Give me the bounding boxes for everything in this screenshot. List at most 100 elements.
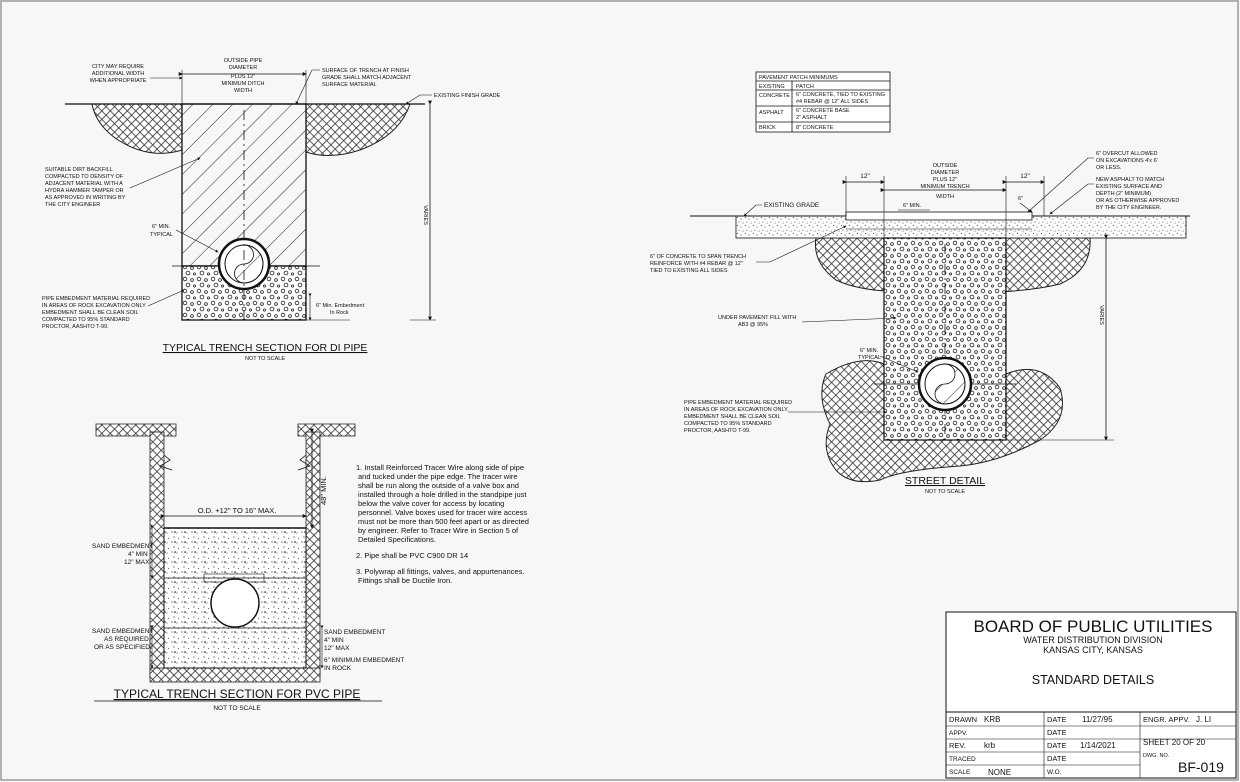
patch-title: PAVEMENT PATCH MINIMUMS <box>759 75 838 81</box>
pvc-48-min: 48" MIN. <box>319 476 328 505</box>
di-ground-left <box>91 103 183 154</box>
pvc-sand-r-3: 12" MAX <box>324 645 350 652</box>
tb-rev: krb <box>984 741 996 750</box>
di-six-rock-2: In Rock <box>330 310 349 316</box>
street-outside-1: OUTSIDE <box>933 163 958 169</box>
note1-line7: must not be more than 500 feet apart or … <box>358 517 529 526</box>
street-asphalt-2: EXISTING SURFACE AND <box>1096 184 1162 190</box>
di-surface-3: SURFACE MATERIAL <box>322 82 377 88</box>
pvc-scale: NOT TO SCALE <box>213 705 261 712</box>
di-outside-pipe-5: WIDTH <box>234 88 252 94</box>
street-six-small: 6" <box>1018 196 1023 202</box>
note3-line2: Fittings shall be Ductile Iron. <box>358 576 452 585</box>
tb-scale-label: SCALE <box>949 769 971 776</box>
street-varies: VARIES <box>1098 305 1104 325</box>
tb-division: WATER DISTRIBUTION DIVISION <box>1023 635 1163 645</box>
note1-line4: installed through a hole drilled in the … <box>358 490 527 499</box>
tb-appv-label: APPV. <box>949 730 968 737</box>
di-varies: VARIES <box>422 205 428 225</box>
street-outside-4: MINIMUM TRENCH <box>920 184 969 190</box>
patch-header-patch: PATCH <box>796 84 814 90</box>
note1-line9: Detailed Specifications. <box>358 535 436 544</box>
note2: 2. Pipe shall be PVC C900 DR 14 <box>356 551 468 560</box>
pvc-sand-l1-3: 12" MAX <box>124 559 150 566</box>
tb-rev-label: REV. <box>949 741 966 750</box>
di-backfill-6: THE CITY ENGINEER <box>45 202 100 208</box>
pavement-patch-table: PAVEMENT PATCH MINIMUMS EXISTING PATCH C… <box>755 71 891 133</box>
di-city-may-2: ADDITIONAL WIDTH <box>92 71 144 77</box>
note3-line1: 3. Polywrap all fittings, valves, and ap… <box>356 567 524 576</box>
pvc-sand-r-5: IN ROCK <box>324 665 352 672</box>
di-outside-pipe-4: MINIMUM DITCH <box>221 81 264 87</box>
street-under-1: UNDER PAVEMENT FILL WITH <box>718 315 796 321</box>
pvc-sand-r-4: 6" MINIMUM EMBEDMENT <box>324 657 404 664</box>
title-block: BOARD OF PUBLIC UTILITIES WATER DISTRIBU… <box>945 611 1237 779</box>
tb-engr: J. LI <box>1196 715 1211 724</box>
pvc-sand-l2-2: AS REQUIRED, <box>104 636 151 643</box>
general-notes: 1. Install Reinforced Tracer Wire along … <box>356 463 529 585</box>
di-six-min-1: 6" MIN. <box>152 224 171 230</box>
note1-line8: by engineer. Refer to Tracer Wire in Sec… <box>358 526 519 535</box>
pvc-sand-l1-1: SAND EMBEDMENT <box>92 543 153 550</box>
street-under-2: AB3 @ 95% <box>738 322 768 328</box>
note1-line3: shall be run along the outside of a valv… <box>358 481 519 490</box>
tb-date1: 11/27/95 <box>1082 715 1113 724</box>
di-backfill-2: COMPACTED TO DENSITY OF <box>45 174 124 180</box>
pvc-sand-l2-3: OR AS SPECIFIED. <box>94 644 152 651</box>
di-title: TYPICAL TRENCH SECTION FOR DI PIPE <box>163 342 368 354</box>
street-concrete-2: REINFORCE WITH #4 REBAR @ 12" <box>650 261 743 267</box>
street-six-min: 6" MIN. <box>903 203 922 209</box>
di-existing-grade: EXISTING FINISH GRADE <box>434 93 501 99</box>
tb-engr-label: ENGR. APPV. <box>1143 715 1190 724</box>
patch-row1-existing: CONCRETE <box>759 93 790 99</box>
patch-header-existing: EXISTING <box>759 84 785 90</box>
street-six-typ-2: TYPICAL <box>858 355 881 361</box>
patch-row1-patch-1: 6" CONCRETE, TIED TO EXISTING <box>796 92 885 98</box>
di-backfill-5: AS APPROVED IN WRITING BY <box>45 195 126 201</box>
tb-date-label-2: DATE <box>1047 728 1066 737</box>
di-outside-pipe-1: OUTSIDE PIPE <box>224 58 263 64</box>
street-outside-5: WIDTH <box>936 194 954 200</box>
tb-org: BOARD OF PUBLIC UTILITIES <box>974 617 1213 636</box>
pvc-sand-l2-1: SAND EMBEDMENT <box>92 628 153 635</box>
patch-row2-patch-1: 6" CONCRETE BASE <box>796 108 850 114</box>
di-backfill-3: ADJACENT MATERIAL WITH A <box>45 181 123 187</box>
street-concrete-1: 6" OF CONCRETE TO SPAN TRENCH <box>650 254 746 260</box>
di-embed-1: PIPE EMBEDMENT MATERIAL REQUIRED <box>42 296 150 302</box>
tb-date-label-4: DATE <box>1047 754 1066 763</box>
street-asphalt-1: NEW ASPHALT TO MATCH <box>1096 177 1164 183</box>
di-city-may-3: WHEN APPROPRIATE <box>90 78 147 84</box>
di-embed-4: COMPACTED TO 95% STANDARD <box>42 317 130 323</box>
street-12-left: 12" <box>860 173 870 180</box>
street-title: STREET DETAIL <box>905 475 985 487</box>
pvc-pipe-section: O.D. +12" TO 16" MAX. 48" MIN. SAND EMBE… <box>92 423 404 712</box>
tb-dwg: BF-019 <box>1178 759 1224 775</box>
street-concrete-3: TIED TO EXISTING ALL SIDES <box>650 268 728 274</box>
pvc-pipe-icon <box>210 578 260 628</box>
street-asphalt-4: OR AS OTHERWISE APPROVED <box>1096 198 1179 204</box>
street-scale: NOT TO SCALE <box>925 489 965 495</box>
street-outside-3: PLUS 12" <box>933 177 957 183</box>
tb-date2: 1/14/2021 <box>1080 741 1116 750</box>
di-six-min-2: TYPICAL <box>150 232 173 238</box>
street-12-right: 12" <box>1020 173 1030 180</box>
tb-scale: NONE <box>988 768 1011 777</box>
patch-row2-existing: ASPHALT <box>759 110 784 116</box>
pvc-sand-r-2: 4" MIN <box>324 637 344 644</box>
tb-date-label-3: DATE <box>1047 741 1066 750</box>
di-city-may-1: CITY MAY REQUIRE <box>92 64 144 70</box>
pvc-sand-l1-2: 4" MIN <box>128 551 148 558</box>
tb-drawn-label: DRAWN <box>949 715 977 724</box>
di-embed-2: IN AREAS OF ROCK EXCAVATION ONLY <box>42 303 146 309</box>
di-pipe-section: OUTSIDE PIPE DIAMETER PLUS 12" MINIMUM D… <box>42 58 501 362</box>
di-surface-1: SURFACE OF TRENCH AT FINISH <box>322 68 409 74</box>
patch-row3-existing: BRICK <box>759 125 776 131</box>
street-overcut-1: 6" OVERCUT ALLOWED <box>1096 151 1157 157</box>
di-surface-2: GRADE SHALL MATCH ADJACENT <box>322 75 412 81</box>
street-overcut-2: ON EXCAVATIONS 4'x 6' <box>1096 158 1158 164</box>
street-existing-grade: EXISTING GRADE <box>764 202 820 209</box>
patch-row2-patch-2: 2" ASPHALT <box>796 115 828 121</box>
tb-date-label-1: DATE <box>1047 715 1066 724</box>
